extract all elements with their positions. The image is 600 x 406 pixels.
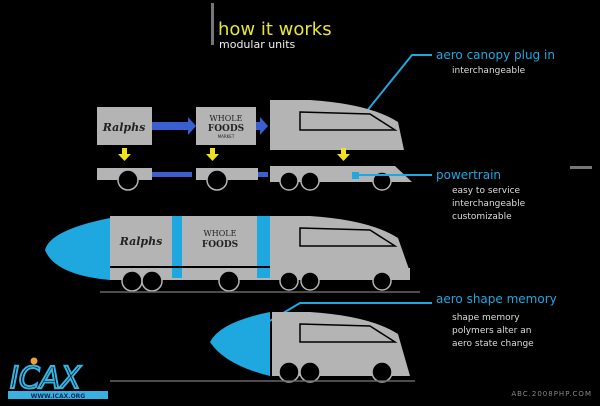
ralphs-trailer-module: Ralphs xyxy=(97,107,152,145)
callout-powertrain-title: powertrain xyxy=(436,168,501,182)
credit-text: ABC.2008PHP.COM xyxy=(511,390,592,398)
side-dash xyxy=(570,166,592,169)
arrow-right-icon xyxy=(152,117,196,135)
callout-powertrain-line: interchangeable xyxy=(452,199,526,209)
powertrain-marker xyxy=(352,172,359,179)
tractor-with-aero-nose xyxy=(210,312,410,383)
ralphs-logo: Ralphs xyxy=(119,235,163,248)
svg-text:WWW.ICAX.ORG: WWW.ICAX.ORG xyxy=(31,393,86,400)
svg-text:FOODS: FOODS xyxy=(202,240,238,250)
tractor-cab-module xyxy=(270,100,404,150)
callout-shape-memory-line: aero state change xyxy=(452,339,534,349)
callout-shape-memory-line: polymers alter an xyxy=(452,326,531,336)
icax-logo: ICAX WWW.ICAX.ORG xyxy=(8,357,108,400)
connector-arrow xyxy=(258,172,268,177)
svg-text:ICAX: ICAX xyxy=(10,361,82,396)
svg-text:WHOLE: WHOLE xyxy=(204,229,237,238)
down-arrow-icon xyxy=(337,148,350,161)
down-arrow-icon xyxy=(118,148,131,161)
callout-canopy-line: interchangeable xyxy=(452,66,526,76)
callout-shape-memory-line: shape memory xyxy=(452,313,520,323)
callout-canopy-title: aero canopy plug in xyxy=(436,48,555,62)
ralphs-logo: Ralphs xyxy=(102,121,146,134)
callout-powertrain-line: easy to service xyxy=(452,186,521,196)
down-arrow-icons xyxy=(118,148,350,161)
svg-text:WHOLE: WHOLE xyxy=(210,114,243,123)
callout-powertrain-line: customizable xyxy=(452,212,512,222)
svg-text:FOODS: FOODS xyxy=(208,124,244,134)
header-bar xyxy=(211,3,214,45)
svg-text:MARKET: MARKET xyxy=(218,134,235,139)
chassis-row xyxy=(97,166,412,191)
connector-arrow xyxy=(152,172,192,177)
down-arrow-icon xyxy=(206,148,219,161)
page-title: how it works xyxy=(218,19,332,40)
page-subtitle: modular units xyxy=(219,38,296,51)
canopy-leader-line xyxy=(361,54,432,118)
callout-shape-memory-title: aero shape memory xyxy=(436,292,557,306)
assembled-truck: Ralphs WHOLE FOODS xyxy=(45,216,410,292)
arrow-right-icon xyxy=(256,117,268,135)
wholefoods-trailer-module: WHOLE FOODS MARKET xyxy=(196,107,256,145)
